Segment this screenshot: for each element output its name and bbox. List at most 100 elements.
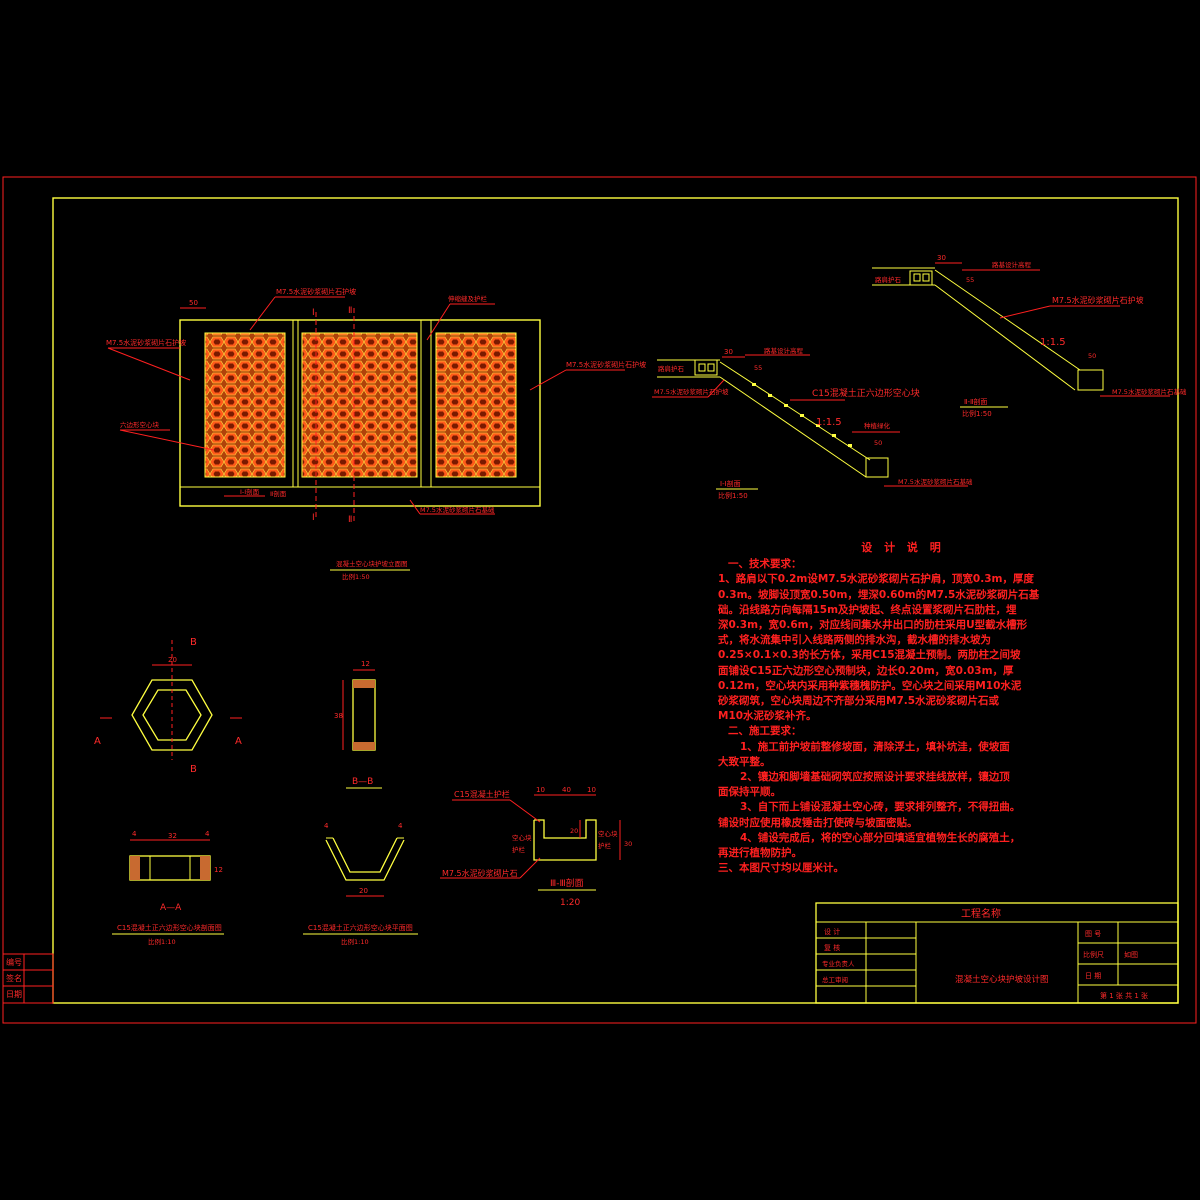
aa-section: 4 32 4 12 A—A C15混凝土正六边形空心块剖面图 比例1:10 <box>112 830 224 946</box>
tb-row3: 专业负责人 <box>822 959 855 968</box>
notes-line: 一、技术要求： <box>728 558 802 571</box>
secI-slope: 1:1.5 <box>816 417 842 428</box>
secI-label-plant: 种植绿化 <box>864 421 891 430</box>
tb-date-label: 日 期 <box>1085 972 1101 980</box>
tb-row1: 设 计 <box>824 927 840 936</box>
notes-line: 1、施工前护坡前整修坡面，清除浮土，填补坑洼，使坡面 <box>740 740 1010 753</box>
aa-dim-left: 4 <box>132 830 137 838</box>
plan-scale: 比例1:50 <box>342 572 370 581</box>
secIII-scale: 1:20 <box>560 898 580 908</box>
strip-label-3: 日期 <box>6 990 22 999</box>
plan-bottom-label-1: Ⅰ-Ⅰ剖面 <box>240 487 260 496</box>
notes-line: 面铺设C15正六边形空心预制块，边长0.20m，宽0.03m，厚 <box>718 664 1014 677</box>
secIII-label-l: 空心块 <box>512 833 532 842</box>
aa-caption: C15混凝土正六边形空心块剖面图 <box>117 923 222 932</box>
secI-label-base: M7.5水泥砂浆砌片石基础 <box>898 477 973 486</box>
hex-dim-20: 20 <box>168 656 177 664</box>
plan-right-label: M7.5水泥砂浆砌片石护坡 <box>566 360 646 369</box>
secII-dim-50: 50 <box>1088 352 1096 360</box>
secII-slope: 1:1.5 <box>1040 337 1066 348</box>
secI-title: Ⅰ-Ⅰ剖面 <box>720 479 741 488</box>
u-dim-l: 4 <box>324 822 329 830</box>
u-scale: 比例1:10 <box>341 937 369 946</box>
plan-view: 50 Ⅰ Ⅰ Ⅱ Ⅱ M7.5水泥砂浆砌片石护坡 六边形空心块 M7.5水泥砂浆… <box>106 287 646 581</box>
secIII-dim-40: 40 <box>562 786 571 794</box>
plan-sec-I-bottom: Ⅰ <box>312 513 315 523</box>
notes-line: 0.25×0.1×0.3的长方体，采用C15混凝土预制。两肋柱之间坡 <box>718 649 1021 662</box>
secII-label-slope: M7.5水泥砂浆砌片石护坡 <box>1052 295 1144 305</box>
notes-line: 0.12m，空心块内采用种紫穗槐防护。空心块之间采用M10水泥 <box>718 679 1022 692</box>
aa-title: A—A <box>160 903 182 913</box>
secI-scale: 比例1:50 <box>718 491 748 500</box>
u-dim-r: 4 <box>398 822 403 830</box>
secIII-label-r: 空心块 <box>598 829 618 838</box>
hex-panel-3 <box>435 332 517 478</box>
plan-sec-II-bottom: Ⅱ <box>348 515 352 525</box>
secIII-dim-10b: 10 <box>587 786 596 794</box>
notes-line: 铺设时应使用橡皮锤击打使砖与坡面密贴。 <box>718 816 918 829</box>
secII-scale: 比例1:50 <box>962 409 992 418</box>
drawing-title: 混凝土空心块护坡设计图 <box>955 974 1049 985</box>
hex-label-B-bottom: B <box>190 764 197 775</box>
plan-bottom-label-2: Ⅱ剖面 <box>270 489 287 498</box>
secII-title: Ⅱ-Ⅱ剖面 <box>964 397 987 406</box>
plan-left-label-top: M7.5水泥砂浆砌片石护坡 <box>106 338 186 347</box>
secII-label-top: 路基设计高程 <box>992 260 1032 269</box>
secI-label-left1: 路肩护石 <box>658 364 685 373</box>
secI-label-left2: M7.5水泥砂浆砌片石护坡 <box>654 387 729 396</box>
notes-line: 三、本图尺寸均以厘米计。 <box>718 862 844 875</box>
strip-label-2: 签名 <box>6 973 22 983</box>
tb-project-label: 工程名称 <box>961 907 1001 920</box>
secI-label-block: C15混凝土正六边形空心块 <box>812 387 920 399</box>
secIII-title: Ⅲ-Ⅲ剖面 <box>550 877 584 889</box>
section-II: 30 路基设计高程 路肩护石 55 M7.5水泥砂浆砌片石护坡 1:1.5 50… <box>872 254 1187 418</box>
notes-line: 二、施工要求： <box>728 725 802 738</box>
plan-title: 混凝土空心块护坡立面图 <box>336 559 408 568</box>
notes-line: 深0.3m，宽0.6m，对应线间集水井出口的肋柱采用U型截水槽形 <box>718 619 1028 632</box>
secIII-dim-30: 30 <box>624 840 632 848</box>
plan-bottom-label-3: M7.5水泥砂浆砌片石基础 <box>420 505 495 514</box>
hex-label-B-top: B <box>190 637 197 648</box>
notes-line: 4、铺设完成后，将的空心部分回填适宜植物生长的腐殖土， <box>740 831 1021 844</box>
tb-row2: 复 核 <box>824 943 840 952</box>
left-strip: 编号 签名 日期 <box>2 953 54 1004</box>
secI-dim-55: 55 <box>754 364 762 372</box>
hex-panel-1 <box>204 332 286 478</box>
section-I: 30 路基设计高程 55 路肩护石 M7.5水泥砂浆砌片石护坡 C15混凝土正六… <box>652 346 973 500</box>
notes-line: 3、自下而上铺设混凝土空心砖，要求排列整齐，不得扭曲。 <box>740 801 1021 814</box>
notes-line: 1、路肩以下0.2m设M7.5水泥砂浆砌片石护肩，顶宽0.3m，厚度 <box>718 573 1034 586</box>
hex-detail: 20 B B A A <box>94 637 242 775</box>
plan-top-label: M7.5水泥砂浆砌片石护坡 <box>276 287 356 296</box>
title-block: 工程名称 设 计 复 核 专业负责人 总工审阅 混凝土空心块护坡设计图 图 号 … <box>815 902 1179 1004</box>
plan-sec-I-top: Ⅰ <box>312 308 315 318</box>
plan-top-right-label: 伸缩缝及护栏 <box>448 294 488 303</box>
tb-scale-label: 比例尺 <box>1083 950 1104 959</box>
secIII-label-r2: 护栏 <box>598 841 612 850</box>
aa-dim-h: 12 <box>214 866 223 874</box>
secI-dim-50: 50 <box>874 439 882 447</box>
secI-label-top: 路基设计高程 <box>764 346 804 355</box>
secII-label-base: M7.5水泥砂浆砌片石基础 <box>1112 387 1187 396</box>
tb-row4: 总工审阅 <box>822 975 848 984</box>
secIII-label-bottom: M7.5水泥砂浆砌片石 <box>442 868 518 878</box>
notes-line: 0.3m。坡脚设顶宽0.50m，埋深0.60m的M7.5水泥砂浆砌片石基 <box>718 588 1040 601</box>
design-notes: 设 计 说 明 一、技术要求： 1、路肩以下0.2m设M7.5水泥砂浆砌片石护肩… <box>718 540 1048 876</box>
secI-dim-30: 30 <box>724 348 733 356</box>
aa-dim-mid: 32 <box>168 832 177 840</box>
plan-sec-II-top: Ⅱ <box>348 306 352 316</box>
aa-dim-right: 4 <box>205 830 210 838</box>
tb-drawing-no: 图 号 <box>1085 930 1101 938</box>
u-channel: 4 4 20 C15混凝土正六边形空心块平面图 比例1:10 <box>303 822 418 946</box>
notes-line: 础。沿线路方向每隔15m及护坡起、终点设置浆砌片石肋柱，埋 <box>718 603 1017 616</box>
u-caption: C15混凝土正六边形空心块平面图 <box>308 923 413 932</box>
hex-panel-2 <box>301 332 418 478</box>
hex-label-A-left: A <box>94 736 101 747</box>
notes-title: 设 计 说 明 <box>861 541 945 554</box>
notes-line: M10水泥砂浆补齐。 <box>718 710 817 723</box>
secIII-dim-10a: 10 <box>536 786 545 794</box>
notes-line: 大致平整。 <box>718 755 771 768</box>
plan-left-label-mid: 六边形空心块 <box>120 420 160 429</box>
tb-scale-value: 如图 <box>1124 950 1138 959</box>
tb-sheet: 第 1 张 共 1 张 <box>1100 991 1148 1000</box>
